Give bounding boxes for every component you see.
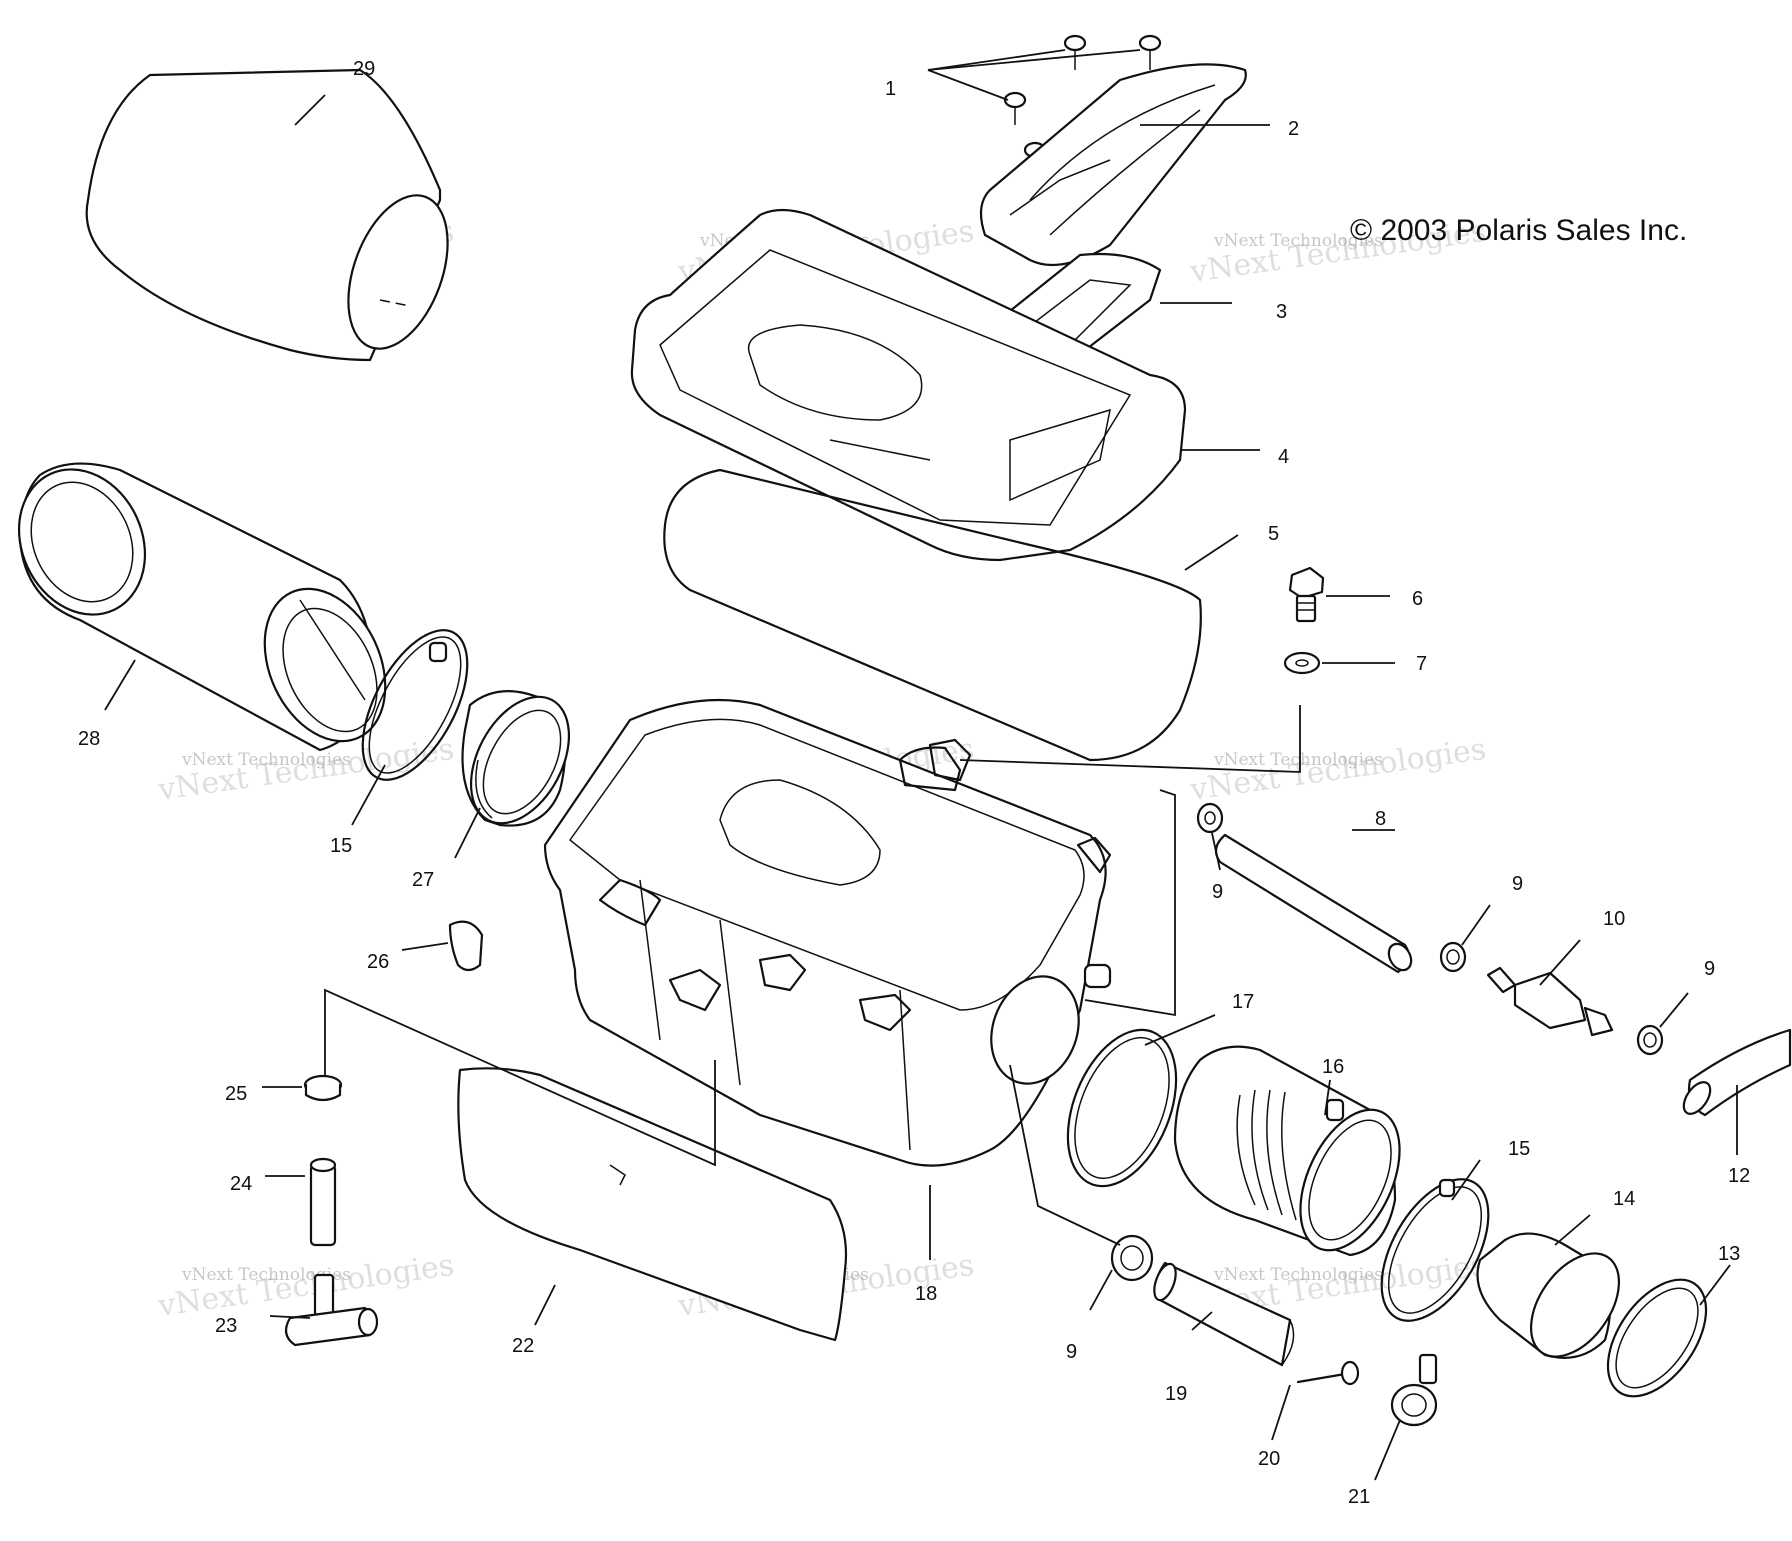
- callout-14: 14: [1613, 1188, 1635, 1210]
- part-12-hose: [1682, 1028, 1792, 1117]
- callout-13: 13: [1718, 1243, 1740, 1265]
- svg-text:vNext Technologies: vNext Technologies: [1213, 1265, 1383, 1285]
- callout-2: 2: [1288, 118, 1299, 140]
- callout-29: 29: [353, 58, 375, 80]
- part-8-vent-tube: [1214, 833, 1413, 974]
- leader-lines: [104, 49, 1738, 1481]
- part-22-drain-tray: [457, 1067, 848, 1342]
- callout-15-left: 15: [330, 835, 352, 857]
- svg-text:vNext Technologies: vNext Technologies: [1213, 750, 1383, 770]
- part-4-airbox-lid: [630, 208, 1187, 562]
- callout-19: 19: [1165, 1383, 1187, 1405]
- screw-3: [1003, 91, 1027, 125]
- callout-23: 23: [215, 1315, 237, 1337]
- callout-9-b: 9: [1512, 873, 1523, 895]
- part-28-air-filter: [17, 462, 387, 752]
- callout-22: 22: [512, 1335, 534, 1357]
- callout-24: 24: [230, 1173, 252, 1195]
- svg-text:vNext Technologies: vNext Technologies: [181, 1265, 351, 1285]
- callout-21: 21: [1348, 1486, 1370, 1508]
- callout-4: 4: [1278, 446, 1289, 468]
- callout-26: 26: [367, 951, 389, 973]
- part-21-p-clamp: [1390, 1353, 1438, 1427]
- callout-6: 6: [1412, 588, 1423, 610]
- part-15-clamp-right: [1380, 1178, 1490, 1322]
- callout-27: 27: [412, 869, 434, 891]
- screw-1: [1063, 34, 1087, 70]
- part-9-clamp-a: [1196, 802, 1224, 834]
- callout-9-c: 9: [1704, 958, 1715, 980]
- part-26-clip: [448, 920, 484, 972]
- part-14-intake-boot-small: [1476, 1232, 1621, 1359]
- callout-8: 8: [1375, 808, 1386, 830]
- part-15-clamp-left: [361, 629, 469, 781]
- callout-labels: 1 2 3 4 5 6 7 8 9 9 9 9 10 12 13 14 15 1…: [78, 58, 1750, 1508]
- svg-text:vNext Technologies: vNext Technologies: [181, 750, 351, 770]
- callout-18: 18: [915, 1283, 937, 1305]
- callout-25: 25: [225, 1083, 247, 1105]
- part-25-hose-clamp: [303, 1074, 343, 1102]
- callout-9-a: 9: [1212, 881, 1223, 903]
- part-27-adapter-ring: [461, 690, 571, 827]
- part-9-clamp-c: [1636, 1024, 1664, 1056]
- callout-5: 5: [1268, 523, 1279, 545]
- watermark-7: vNext Technologies vNext Technologies: [155, 1248, 456, 1324]
- part-24-drain-tube: [309, 1157, 337, 1247]
- copyright-notice: © 2003 Polaris Sales Inc.: [1350, 214, 1687, 247]
- screw-2: [1138, 34, 1162, 70]
- part-16-intake-boot: [1173, 1045, 1401, 1257]
- svg-text:vNext Technologies: vNext Technologies: [1213, 231, 1383, 251]
- part-13-clamp: [1606, 1278, 1708, 1398]
- part-17-gasket-ring: [1066, 1028, 1178, 1188]
- callout-16: 16: [1322, 1056, 1344, 1078]
- part-7-washer: [1283, 651, 1321, 675]
- part-19-tube: [1153, 1261, 1295, 1367]
- callout-10: 10: [1603, 908, 1625, 930]
- part-9-clamp-d: [1110, 1234, 1154, 1282]
- part-6-bolt: [1288, 566, 1325, 623]
- part-18-airbox-housing: [543, 698, 1112, 1167]
- callout-28: 28: [78, 728, 100, 750]
- part-5-lid-seal: [663, 468, 1202, 762]
- callout-20: 20: [1258, 1448, 1280, 1470]
- callout-1: 1: [885, 78, 896, 100]
- callout-3: 3: [1276, 301, 1287, 323]
- callout-15-right: 15: [1508, 1138, 1530, 1160]
- callout-9-d: 9: [1066, 1341, 1077, 1363]
- part-29-prefilter-sleeve: [85, 68, 449, 362]
- part-20-screw: [1296, 1360, 1360, 1386]
- callout-7: 7: [1416, 653, 1427, 675]
- callout-17: 17: [1232, 991, 1254, 1013]
- callout-12: 12: [1728, 1165, 1750, 1187]
- part-9-clamp-b: [1439, 941, 1467, 973]
- svg-text:vNext Technologies: vNext Technologies: [155, 1248, 456, 1324]
- part-10-check-valve: [1486, 966, 1614, 1037]
